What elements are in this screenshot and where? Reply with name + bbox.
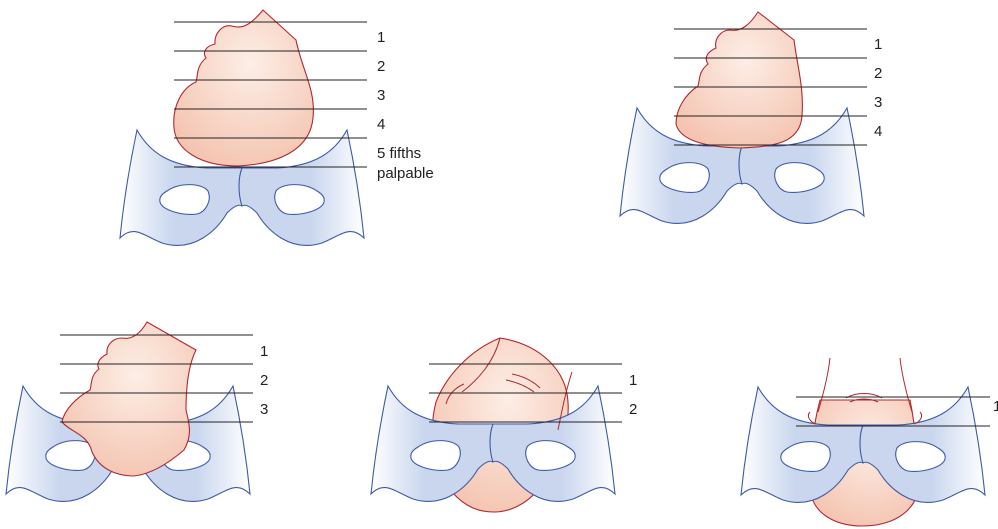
fifth-label: 4: [874, 123, 882, 140]
fifth-label: 3: [377, 87, 385, 104]
fetal-head-side-view: [676, 12, 802, 148]
fifth-label: 1: [377, 29, 385, 46]
panel-three-fifths: 1 2 3: [6, 322, 268, 501]
fifth-label: 2: [260, 372, 268, 389]
panel-one-fifth: 1: [741, 358, 998, 526]
fifth-label: 1: [874, 36, 882, 53]
fifth-label: 2: [377, 58, 385, 75]
fifth-label: 4: [377, 116, 385, 133]
panel-five-fifths: 1 2 3 4 5 fifths palpable: [120, 10, 434, 245]
fifth-label: palpable: [377, 165, 434, 182]
fifth-label: 1: [260, 343, 268, 360]
panel-four-fifths: 1 2 3 4: [620, 12, 882, 223]
fifth-label: 2: [874, 65, 882, 82]
fifth-label: 1: [993, 398, 998, 415]
panel-two-fifths: 1 2: [371, 338, 637, 512]
fifth-label: 3: [260, 401, 268, 418]
fifth-label: 3: [874, 94, 882, 111]
fifth-label: 2: [629, 401, 637, 418]
fetal-head-side-view: [174, 10, 314, 166]
fifth-label: 5 fifths: [377, 145, 421, 162]
fifth-label: 1: [629, 372, 637, 389]
